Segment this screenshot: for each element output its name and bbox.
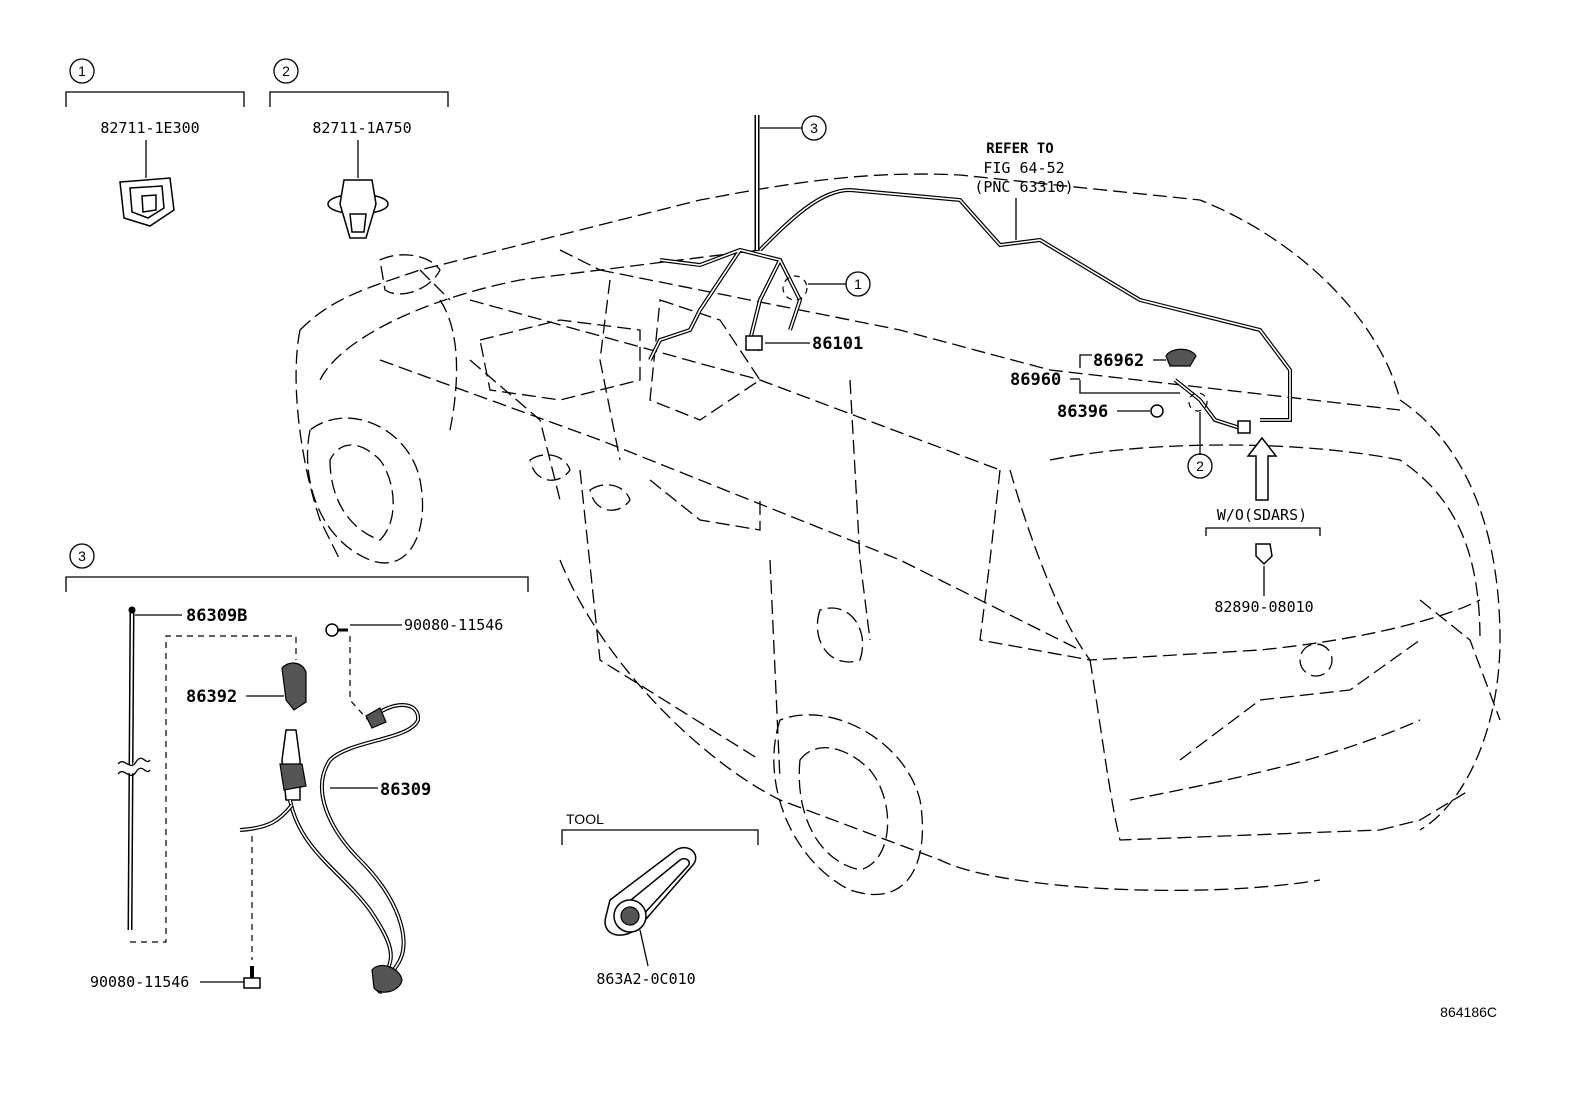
part-86309B-label[interactable]: 86309B bbox=[186, 606, 247, 626]
part-82711-1E300-label[interactable]: 82711-1E300 bbox=[100, 119, 199, 137]
part-86960-label[interactable]: 86960 bbox=[1010, 370, 1061, 390]
pointer-arrow-icon bbox=[1246, 436, 1278, 501]
roof-antenna-set: 86960 86962 86396 2 bbox=[1010, 348, 1251, 479]
grommet-clip-icon[interactable] bbox=[327, 179, 389, 239]
wo-sdars-block: W/O(SDARS) 82890-08010 bbox=[1205, 436, 1321, 616]
tool-group: TOOL 863A2-0C010 bbox=[561, 811, 759, 988]
antenna-cap-icon[interactable] bbox=[1165, 348, 1197, 367]
part-86962-label[interactable]: 86962 bbox=[1093, 351, 1144, 371]
set-bracket bbox=[1079, 380, 1180, 394]
mast-dashed-link bbox=[130, 635, 297, 943]
refer-line2[interactable]: FIG 64-52 bbox=[983, 159, 1064, 177]
antenna-assembly-86309[interactable] bbox=[239, 703, 420, 994]
group-1: 1 82711-1E300 bbox=[65, 58, 245, 227]
part-90080-11546-bottom-label[interactable]: 90080-11546 bbox=[90, 973, 189, 991]
callout-circle-2 bbox=[273, 58, 299, 84]
group-3-bracket bbox=[65, 576, 529, 592]
wire-harness-86101[interactable] bbox=[648, 247, 808, 361]
callout-circle-3 bbox=[69, 543, 95, 569]
callout-circle-2 bbox=[1187, 453, 1213, 479]
group-3: 3 86309B 90080-11546 86392 bbox=[65, 543, 529, 994]
group-1-bracket bbox=[65, 91, 245, 107]
group-1-callout: 1 bbox=[78, 63, 86, 79]
wo-sdars-bracket bbox=[1205, 527, 1321, 536]
bolt-icon[interactable] bbox=[243, 966, 261, 989]
roof-cable bbox=[758, 187, 1292, 422]
figure-code: 864186C bbox=[1440, 1004, 1497, 1020]
plug-icon[interactable] bbox=[1255, 543, 1273, 566]
set-bracket bbox=[1079, 354, 1092, 368]
cable-callout-2: 2 bbox=[1196, 458, 1204, 474]
leader-line bbox=[639, 929, 649, 967]
wrench-tool-icon[interactable] bbox=[604, 846, 697, 936]
antenna-nut-icon[interactable] bbox=[1150, 404, 1164, 418]
group-3-callout: 3 bbox=[78, 548, 86, 564]
mast-callout-3: 3 bbox=[810, 120, 818, 136]
callout-circle-3 bbox=[801, 115, 827, 141]
antenna-cable-86960[interactable] bbox=[1173, 378, 1251, 434]
part-82711-1A750-label[interactable]: 82711-1A750 bbox=[312, 119, 411, 137]
wo-sdars-label: W/O(SDARS) bbox=[1217, 506, 1307, 524]
harness-callout-1: 1 bbox=[854, 276, 862, 292]
refer-line1: REFER TO bbox=[986, 141, 1053, 157]
part-90080-11546-top-label[interactable]: 90080-11546 bbox=[404, 616, 503, 634]
antenna-mast-icon[interactable] bbox=[114, 606, 154, 931]
part-863A2-0C010-label[interactable]: 863A2-0C010 bbox=[596, 970, 695, 988]
part-86392-label[interactable]: 86392 bbox=[186, 687, 237, 707]
group-2-callout: 2 bbox=[282, 63, 290, 79]
part-86309-label[interactable]: 86309 bbox=[380, 780, 431, 800]
part-86396-label[interactable]: 86396 bbox=[1057, 402, 1108, 422]
tool-title: TOOL bbox=[566, 811, 604, 827]
tool-bracket bbox=[561, 829, 759, 845]
group-2: 2 82711-1A750 bbox=[269, 58, 449, 239]
callout-circle-1 bbox=[845, 271, 871, 297]
antenna-cover-icon[interactable] bbox=[281, 662, 307, 711]
vehicle-outline bbox=[295, 173, 1501, 896]
group-2-bracket bbox=[269, 91, 449, 107]
clip-icon[interactable] bbox=[119, 177, 175, 227]
part-82890-08010-label[interactable]: 82890-08010 bbox=[1214, 598, 1313, 616]
part-86101-label[interactable]: 86101 bbox=[812, 334, 863, 354]
screw-icon[interactable] bbox=[325, 623, 348, 637]
refer-note: REFER TO FIG 64-52 (PNC 63310) bbox=[974, 141, 1074, 240]
screw-dashed-link bbox=[349, 636, 369, 721]
refer-line3[interactable]: (PNC 63310) bbox=[974, 178, 1073, 196]
callout-circle-1 bbox=[69, 58, 95, 84]
